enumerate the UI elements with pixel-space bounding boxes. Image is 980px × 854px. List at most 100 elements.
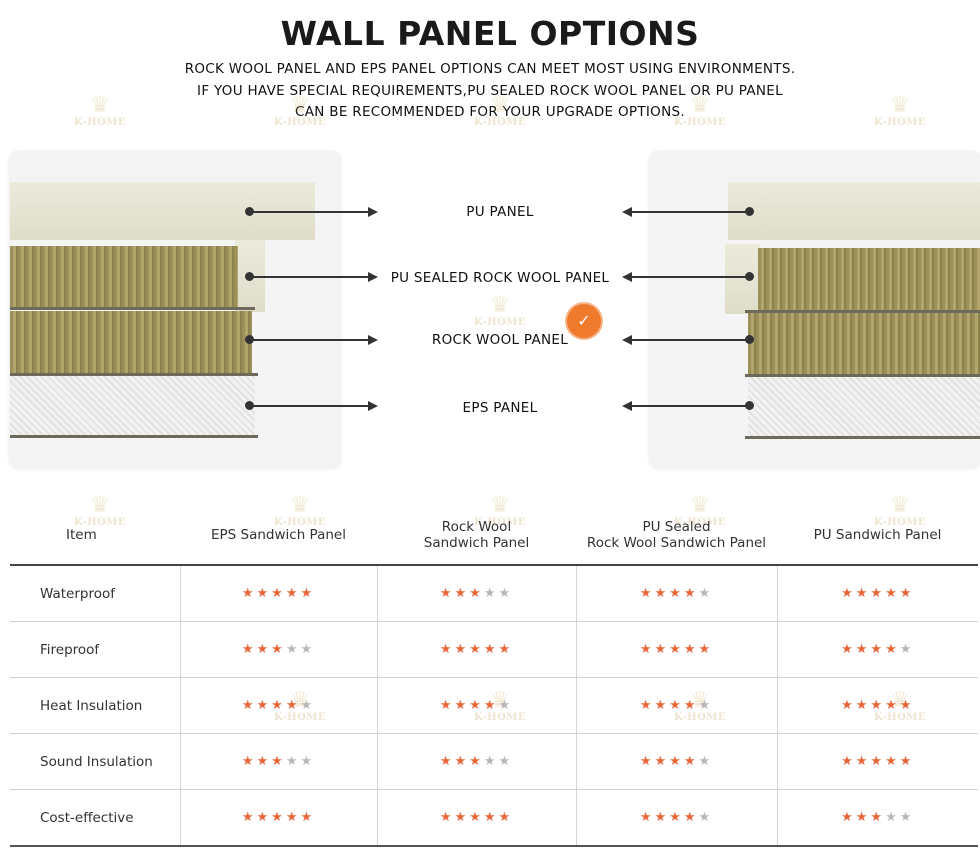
star-filled-icon: ★ [271,586,286,601]
star-filled-icon: ★ [241,754,257,769]
star-filled-icon: ★ [483,810,499,825]
star-empty-icon: ★ [483,586,499,601]
row-label: Waterproof [10,565,180,622]
star-filled-icon: ★ [241,642,257,657]
panel-edge [745,374,980,377]
star-empty-icon: ★ [885,810,900,825]
star-filled-icon: ★ [439,642,455,657]
star-filled-icon: ★ [669,810,684,825]
star-empty-icon: ★ [899,810,915,825]
pointer-dot [245,272,254,281]
panel-photo-left [10,152,340,468]
arrow-left-icon [622,272,632,282]
page-subtitle: ROCK WOOL PANEL AND EPS PANEL OPTIONS CA… [0,59,980,124]
star-filled-icon: ★ [683,754,699,769]
table-row: Fireproof★★★★★★★★★★★★★★★★★★★★ [10,621,978,678]
star-filled-icon: ★ [256,810,272,825]
star-filled-icon: ★ [669,698,684,713]
star-filled-icon: ★ [271,754,286,769]
star-empty-icon: ★ [300,754,316,769]
star-empty-icon: ★ [285,642,301,657]
star-filled-icon: ★ [654,586,670,601]
star-filled-icon: ★ [639,698,655,713]
table-row: Heat Insulation★★★★★★★★★★★★★★★★★★★★ [10,677,978,734]
star-rating: ★★★★★ [179,565,377,622]
row-label: Heat Insulation [10,677,180,734]
star-filled-icon: ★ [256,586,272,601]
pu-panel-layer [728,182,980,240]
star-filled-icon: ★ [899,698,915,713]
star-rating: ★★★★★ [776,789,978,847]
star-rating: ★★★★★ [179,789,377,847]
subtitle-line: IF YOU HAVE SPECIAL REQUIREMENTS,PU SEAL… [197,82,783,99]
star-filled-icon: ★ [855,698,871,713]
star-rating: ★★★★★ [179,621,377,678]
star-filled-icon: ★ [439,586,455,601]
star-filled-icon: ★ [654,642,670,657]
star-filled-icon: ★ [870,642,886,657]
star-filled-icon: ★ [285,586,301,601]
star-filled-icon: ★ [841,698,856,713]
star-filled-icon: ★ [885,754,900,769]
star-empty-icon: ★ [698,698,714,713]
star-rating: ★★★★★ [376,733,576,790]
column-header-item: Item [10,505,180,566]
arrow-line [632,211,750,213]
star-rating: ★★★★★ [179,677,377,734]
star-filled-icon: ★ [300,586,316,601]
star-empty-icon: ★ [498,698,514,713]
star-filled-icon: ★ [469,810,484,825]
star-filled-icon: ★ [498,810,514,825]
panel-photo-right [650,152,980,468]
star-filled-icon: ★ [639,642,655,657]
star-filled-icon: ★ [241,586,257,601]
star-filled-icon: ★ [241,698,257,713]
star-rating: ★★★★★ [376,789,576,847]
star-filled-icon: ★ [855,754,871,769]
star-filled-icon: ★ [683,642,699,657]
star-filled-icon: ★ [855,810,871,825]
star-empty-icon: ★ [899,642,915,657]
arrow-left-icon [622,335,632,345]
star-rating: ★★★★★ [575,789,777,847]
star-filled-icon: ★ [683,810,699,825]
panel-edge [10,307,255,310]
panel-edge [745,436,980,439]
star-empty-icon: ★ [698,810,714,825]
panel-edge [10,373,258,376]
star-filled-icon: ★ [669,586,684,601]
star-filled-icon: ★ [669,754,684,769]
star-filled-icon: ★ [885,642,900,657]
star-filled-icon: ★ [669,642,684,657]
star-filled-icon: ★ [899,754,915,769]
star-rating: ★★★★★ [179,733,377,790]
eps-layer [748,377,980,437]
star-filled-icon: ★ [469,586,484,601]
star-filled-icon: ★ [654,754,670,769]
panel-edge [10,435,258,438]
subtitle-line: CAN BE RECOMMENDED FOR YOUR UPGRADE OPTI… [295,104,685,120]
pointer-dot [745,272,754,281]
star-filled-icon: ★ [454,698,470,713]
arrow-right-icon [368,401,378,411]
table-row: Cost-effective★★★★★★★★★★★★★★★★★★★★ [10,789,978,847]
star-filled-icon: ★ [870,754,886,769]
arrow-left-icon [622,401,632,411]
watermark-text: K-HOME [474,317,526,328]
panel-label-pu-sealed-rock-wool: PU SEALED ROCK WOOL PANEL [390,270,610,286]
star-empty-icon: ★ [285,754,301,769]
star-rating: ★★★★★ [575,565,777,622]
star-rating: ★★★★★ [376,677,576,734]
star-empty-icon: ★ [483,754,499,769]
star-filled-icon: ★ [683,698,699,713]
star-rating: ★★★★★ [575,677,777,734]
pointer-dot [745,335,754,344]
star-empty-icon: ★ [300,642,316,657]
star-empty-icon: ★ [698,754,714,769]
arrow-line [632,276,750,278]
star-filled-icon: ★ [870,698,886,713]
pointer-dot [245,401,254,410]
